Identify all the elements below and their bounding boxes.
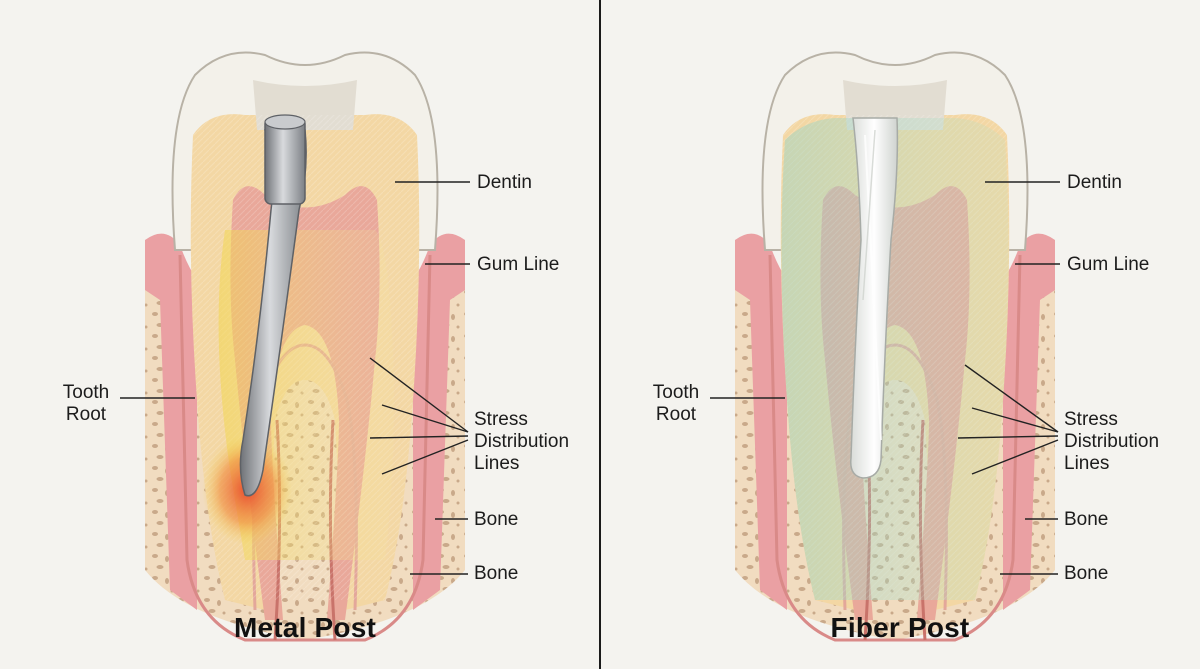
metal-leader-lines [120,181,470,575]
label-bone-lower: Bone [1064,563,1109,584]
label-gum-line: Gum Line [1067,254,1150,275]
label-stress-lines: Stress Distribution Lines [1064,409,1160,474]
fiber-leader-lines [710,181,1060,575]
metal-post-head [264,117,306,205]
label-stress-lines: Stress Distribution Lines [474,409,570,474]
label-gum-line: Gum Line [477,254,560,275]
metal-post-tooth [143,51,467,642]
caption-metal-post: Metal Post [233,612,377,643]
label-bone-upper: Bone [474,509,519,530]
label-tooth-root: Tooth Root [652,382,700,425]
fiber-post-tooth [733,51,1057,642]
label-bone-lower: Bone [474,563,519,584]
label-dentin: Dentin [477,172,532,193]
label-dentin: Dentin [1067,172,1122,193]
caption-fiber-post: Fiber Post [830,612,970,643]
metal-post [239,129,307,497]
label-tooth-root: Tooth Root [62,382,110,425]
label-bone-upper: Bone [1064,509,1109,530]
